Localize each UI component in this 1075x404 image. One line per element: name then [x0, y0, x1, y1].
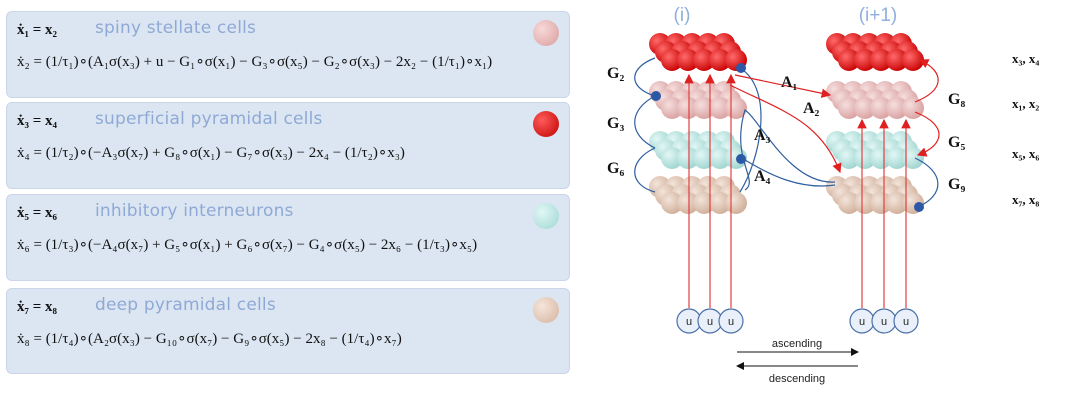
superficial-pyramidal-cluster [649, 33, 747, 71]
population-color-dot [533, 20, 559, 46]
neuron-sphere [854, 147, 876, 169]
equation-position: ẋ₇ = x₈ [17, 299, 58, 315]
neuron-sphere [661, 97, 683, 119]
input-label: u [903, 316, 909, 328]
neuron-sphere [902, 49, 924, 71]
panel-inhibitory-interneurons: inhibitory interneurons ẋ₅ = x₆ ẋ₆ = (1/… [6, 194, 570, 281]
neuron-sphere [677, 49, 699, 71]
neuron-sphere [854, 192, 876, 214]
input-label: u [707, 316, 713, 328]
equation-position: ẋ₃ = x₄ [17, 113, 58, 129]
column-i [649, 33, 747, 214]
population-color-dot [533, 297, 559, 323]
input-node [718, 308, 744, 334]
descending-label: descending [769, 373, 825, 385]
deep-pyramidal-cluster [826, 176, 924, 214]
neuron-sphere [725, 192, 747, 214]
superficial-pyramidal-cluster [826, 33, 924, 71]
connection-label: A₁ [781, 74, 798, 91]
gain-label: G₂ [607, 65, 624, 82]
input-label: u [881, 316, 887, 328]
neuron-sphere [870, 147, 892, 169]
inhibitory-interneuron-cluster [649, 131, 747, 169]
ascending-label: ascending [772, 338, 822, 350]
extrinsic-connections [729, 74, 842, 174]
equation-position: ẋ₅ = x₆ [17, 205, 58, 221]
gain-label: G₃ [607, 115, 624, 132]
neuron-sphere [886, 49, 908, 71]
input-label: u [728, 316, 734, 328]
neuron-sphere [661, 49, 683, 71]
input-label: u [686, 316, 692, 328]
intrinsic-connections-left [634, 57, 762, 193]
neuron-sphere [870, 97, 892, 119]
input-nodes-right: u u u [849, 308, 919, 334]
inhibitory-synapse [736, 63, 746, 73]
connection-label: A₄ [754, 168, 771, 185]
neuron-sphere [693, 49, 715, 71]
state-label: x₇, x₈ [1012, 192, 1039, 207]
panel-title: spiny stellate cells [95, 18, 257, 38]
panel-title: deep pyramidal cells [95, 295, 276, 315]
neuron-sphere [870, 49, 892, 71]
equation-velocity: ẋ₆ = (1/τ₃)∘(−A₄σ(x₇) + G₅∘σ(x₁) + G₆∘σ(… [17, 237, 478, 253]
neuron-sphere [677, 192, 699, 214]
neuron-sphere [709, 49, 731, 71]
neuron-sphere [661, 192, 683, 214]
neuron-sphere [677, 147, 699, 169]
connection-label: A₂ [803, 100, 820, 117]
equation-velocity: ẋ₄ = (1/τ₂)∘(−A₃σ(x₇) + G₈∘σ(x₁) − G₇∘σ(… [17, 145, 405, 161]
column-header-left: (i) [674, 5, 691, 26]
inhibitory-synapse [914, 202, 924, 212]
panel-title: inhibitory interneurons [95, 201, 294, 221]
panel-deep-pyramidal: deep pyramidal cells ẋ₇ = x₈ ẋ₈ = (1/τ₄)… [6, 288, 570, 374]
neuron-sphere [902, 147, 924, 169]
column-i-plus-1 [826, 33, 924, 214]
neuron-sphere [902, 97, 924, 119]
gain-label: G₅ [948, 134, 965, 151]
input-node [893, 308, 919, 334]
neuron-sphere [886, 192, 908, 214]
neuron-sphere [886, 97, 908, 119]
panel-superficial-pyramidal: superficial pyramidal cells ẋ₃ = x₄ ẋ₄ =… [6, 102, 570, 189]
state-label: x₅, x₆ [1012, 146, 1039, 161]
inhibitory-interneuron-cluster [826, 131, 924, 169]
neuron-sphere [854, 97, 876, 119]
state-label: x₁, x₂ [1012, 96, 1039, 111]
equation-velocity: ẋ₂ = (1/τ₁)∘(A₁σ(x₃) + u − G₁∘σ(x₁) − G₃… [17, 54, 493, 70]
panel-title: superficial pyramidal cells [95, 109, 323, 129]
neuron-sphere [661, 147, 683, 169]
input-lines [684, 73, 911, 308]
intrinsic-connections-right [914, 59, 940, 157]
panel-spiny-stellate: spiny stellate cells ẋ₁ = x₂ ẋ₂ = (1/τ₁)… [6, 11, 570, 98]
population-color-dot [533, 203, 559, 229]
input-nodes-left: u u u [676, 308, 744, 334]
equation-position: ẋ₁ = x₂ [17, 22, 58, 38]
column-header-right: (i+1) [859, 5, 898, 26]
neuron-sphere [709, 147, 731, 169]
neuron-sphere [709, 192, 731, 214]
population-color-dot [533, 111, 559, 137]
neuron-sphere [886, 147, 908, 169]
neuron-sphere [838, 147, 860, 169]
neuron-sphere [870, 192, 892, 214]
neuron-sphere [709, 97, 731, 119]
deep-pyramidal-cluster [649, 176, 747, 214]
neuron-sphere [838, 97, 860, 119]
neuron-sphere [838, 49, 860, 71]
spiny-stellate-cluster [826, 81, 924, 119]
gain-label: G₆ [607, 160, 624, 177]
inhibitory-synapse [651, 91, 661, 101]
neuron-sphere [677, 97, 699, 119]
connection-label: A₃ [754, 127, 771, 144]
state-label: x₃, x₄ [1012, 51, 1039, 66]
gain-label: G₉ [948, 176, 965, 193]
neuron-sphere [838, 192, 860, 214]
input-label: u [859, 316, 865, 328]
gain-label: G₈ [948, 91, 965, 108]
neuron-sphere [854, 49, 876, 71]
equation-velocity: ẋ₈ = (1/τ₄)∘(A₂σ(x₃) − G₁₀∘σ(x₇) − G₉∘σ(… [17, 331, 402, 347]
